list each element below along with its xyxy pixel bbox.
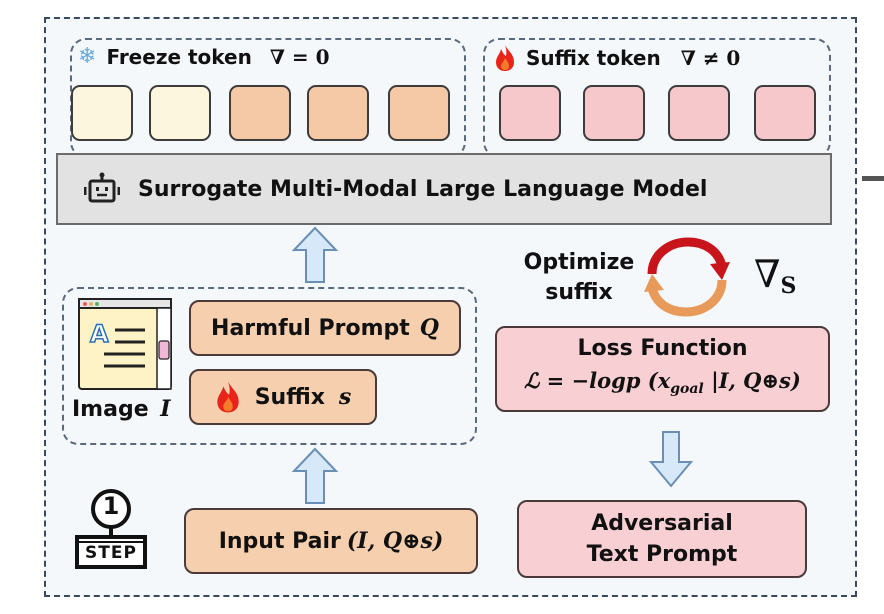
adversarial-line1: Adversarial: [591, 511, 733, 536]
model-label: Surrogate Multi-Modal Large Language Mod…: [138, 176, 708, 202]
image-document-icon: A: [78, 298, 172, 390]
harmful-prompt-label: Harmful Prompt: [211, 315, 410, 341]
loss-formula: ℒ = −logp (xgoal |I, Q⊕s): [524, 365, 801, 405]
loss-formula-main: ℒ = −logp (x: [524, 367, 671, 393]
snowflake-icon: ❄: [78, 44, 97, 69]
step-label: STEP: [85, 543, 137, 563]
freeze-token: [71, 85, 133, 141]
freeze-token: [229, 85, 291, 141]
image-label: Image: [72, 397, 149, 422]
adversarial-prompt-box: Adversarial Text Prompt: [517, 500, 807, 578]
flame-icon: [217, 381, 239, 413]
optimize-line2: suffix: [545, 280, 613, 305]
optimize-line1: Optimize: [523, 250, 635, 275]
loss-title: Loss Function: [577, 335, 748, 361]
image-caption: Image I: [72, 396, 171, 422]
flame-icon: [496, 45, 514, 71]
suffix-box: Suffix s: [189, 369, 377, 425]
up-arrow: [291, 226, 339, 283]
step-one-icon: [75, 489, 147, 569]
cycle-arrows-icon: [644, 237, 730, 317]
harmful-prompt-box: Harmful Prompt Q: [189, 300, 461, 356]
freeze-token: [388, 85, 450, 141]
suffix-gradient: ∇ ≠ 0: [680, 46, 741, 70]
optimize-suffix-text: Optimize suffix: [519, 248, 639, 308]
freeze-token-label: Freeze token: [106, 44, 252, 69]
suffix-token-header: Suffix token ∇ ≠ 0: [494, 44, 740, 72]
up-arrow: [291, 447, 339, 504]
input-pair-label: Input Pair: [218, 528, 341, 554]
loss-formula-sub: goal: [670, 381, 704, 398]
gradient-s: ∇S: [754, 252, 796, 299]
down-arrow: [648, 431, 694, 488]
freeze-gradient: ∇ = 0: [269, 44, 330, 69]
suffix-token: [583, 85, 645, 141]
svg-text:A: A: [90, 320, 109, 348]
suffix-label: Suffix: [254, 384, 325, 410]
freeze-token: [307, 85, 369, 141]
freeze-token: [149, 85, 211, 141]
suffix-token: [499, 85, 561, 141]
freeze-token-header: ❄ Freeze token ∇ = 0: [78, 44, 330, 69]
suffix-symbol: s: [338, 384, 352, 410]
input-pair-formula: (I, Q⊕s): [346, 528, 444, 554]
gradient-subscript: S: [780, 273, 797, 299]
gradient-symbol: ∇: [754, 252, 781, 296]
step-number: 1: [102, 492, 120, 520]
loss-function-box: Loss Function ℒ = −logp (xgoal |I, Q⊕s): [495, 326, 830, 412]
suffix-token-label: Suffix token: [526, 46, 661, 70]
connector-line: [862, 176, 884, 181]
robot-icon: [84, 172, 120, 203]
suffix-token: [754, 85, 816, 141]
adversarial-line2: Text Prompt: [586, 542, 738, 567]
image-symbol: I: [160, 396, 171, 422]
harmful-symbol: Q: [419, 315, 439, 341]
input-pair-box: Input Pair (I, Q⊕s): [184, 508, 478, 574]
loss-formula-tail: |I, Q⊕s): [703, 367, 801, 393]
surrogate-model-bar: Surrogate Multi-Modal Large Language Mod…: [56, 153, 832, 225]
suffix-token: [668, 85, 730, 141]
